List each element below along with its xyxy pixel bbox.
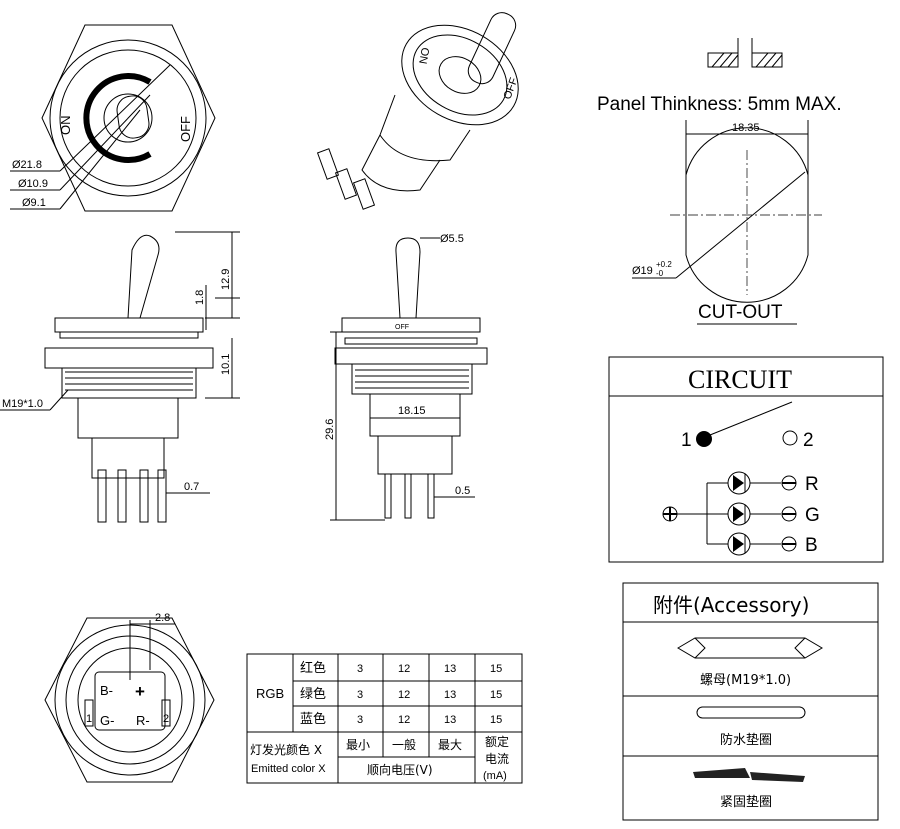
pin-1-label: 1 [86, 713, 92, 725]
dim-height: 12.9 [220, 269, 232, 290]
side-lever [395, 237, 421, 319]
bottom-view: 2.8 B- + G- R- 1 2 [44, 612, 215, 783]
dim-pin-side: 0.5 [455, 485, 470, 497]
accessory-nut-label: 螺母(M19*1.0) [700, 673, 791, 688]
accessory-waterproof-washer-label: 防水垫圈 [720, 732, 772, 748]
row-color: 红色 [300, 660, 326, 676]
dim-body-width: 18.15 [398, 405, 426, 417]
led-r: R [707, 471, 819, 495]
table-row: 蓝色 3 12 13 15 [300, 711, 502, 727]
dim-inner-diameter: Ø9.1 [22, 197, 46, 209]
accessory-title: 附件(Accessory) [653, 593, 809, 617]
circuit-pin2: 2 [803, 430, 814, 451]
pin1-dot [696, 431, 712, 447]
header-current-1: 额定 [485, 734, 509, 749]
top-view: ON OFF Ø21.8 Ø10.9 Ø9.1 [10, 24, 216, 212]
on-label: ON [58, 116, 73, 136]
toggle-lever [116, 95, 150, 139]
cutout-shape [685, 127, 809, 303]
thread-label: M19*1.0 [2, 398, 43, 410]
front-lever [127, 234, 160, 319]
front-nut [44, 347, 214, 369]
row-current: 15 [490, 663, 502, 675]
header-forward-voltage: 顺向电压(V) [367, 762, 433, 777]
cutout-title: CUT-OUT [698, 302, 783, 323]
led-ring [83, 73, 152, 163]
dim-total-height: 29.6 [324, 419, 336, 440]
header-current-2: 电流 [485, 752, 509, 766]
cutout-section: Panel Thinkness: 5mm MAX. 18.35 Ø19 +0.2… [597, 38, 842, 325]
row-color: 蓝色 [300, 711, 326, 727]
row-max: 13 [444, 689, 456, 701]
bezel-circle [49, 39, 207, 197]
pin-2-label: 2 [163, 713, 169, 725]
row-typ: 12 [398, 714, 410, 726]
pin-b-label: B- [100, 683, 113, 698]
emitted-color-cn: 灯发光颜色 X [250, 742, 322, 757]
lock-washer-icon [693, 768, 805, 782]
iso-on-label: ON [416, 46, 431, 64]
header-typ: 一般 [392, 737, 416, 752]
table-row: 红色 3 12 13 15 [300, 660, 502, 676]
led-b: B [707, 532, 818, 556]
front-bezel [54, 317, 204, 333]
panel-thickness-label: Panel Thinkness: 5mm MAX. [597, 94, 842, 115]
accessory-box: 附件(Accessory) 螺母(M19*1.0) 防水垫圈 紧固垫圈 [622, 582, 879, 821]
header-min: 最小 [346, 738, 370, 752]
row-color: 绿色 [300, 686, 326, 702]
row-typ: 12 [398, 663, 410, 675]
waterproof-washer-icon [696, 706, 806, 719]
table-row: 绿色 3 12 13 15 [300, 686, 502, 702]
dim-lever-dia: Ø5.5 [440, 233, 464, 245]
row-max: 13 [444, 714, 456, 726]
led-g: G [727, 502, 820, 526]
dim-mid-diameter: Ø10.9 [18, 178, 48, 190]
side-off-label: OFF [395, 324, 409, 331]
dim-pin-pitch: 2.8 [155, 612, 170, 624]
accessory-lock-washer-label: 紧固垫圈 [720, 794, 772, 810]
pin2-circle [782, 430, 798, 446]
row-min: 3 [357, 663, 363, 675]
front-view: 12.9 1.8 10.1 M19*1.0 0.7 [0, 231, 240, 523]
table-group-rgb: RGB [256, 686, 284, 701]
off-label: OFF [178, 116, 193, 142]
dim-cutout-dia: Ø19 [632, 265, 653, 277]
tol-minus: -0 [656, 269, 664, 278]
hex-nut-outline [41, 24, 216, 212]
pin-g-label: G- [100, 713, 114, 728]
row-current: 15 [490, 714, 502, 726]
led-spec-table: RGB 红色 3 12 13 15 绿色 3 12 13 15 蓝色 3 12 … [246, 653, 523, 784]
dim-pin-front: 0.7 [184, 481, 199, 493]
isometric-view: ON OFF [316, 12, 520, 210]
nut-icon [677, 637, 823, 659]
led-g-label: G [805, 505, 820, 526]
row-min: 3 [357, 689, 363, 701]
pin-r-label: R- [136, 713, 150, 728]
led-r-label: R [805, 474, 819, 495]
dim-lever: 1.8 [194, 290, 206, 305]
iso-lever [467, 12, 517, 85]
row-typ: 12 [398, 689, 410, 701]
row-current: 15 [490, 689, 502, 701]
header-max: 最大 [438, 738, 462, 752]
header-current-3: (mA) [483, 770, 507, 782]
side-view: Ø5.5 OFF 29.6 18.15 0.5 [324, 233, 488, 521]
emitted-color-en: Emitted color X [251, 763, 326, 775]
circuit-pin1: 1 [681, 430, 692, 451]
circuit-box: CIRCUIT 1 2 R G B [608, 356, 884, 563]
tol-plus: +0.2 [656, 260, 672, 269]
row-min: 3 [357, 714, 363, 726]
dim-thread: 10.1 [220, 354, 232, 375]
pin-plus-label: + [135, 682, 145, 701]
led-b-label: B [805, 535, 818, 556]
dim-outer-diameter: Ø21.8 [12, 159, 42, 171]
circuit-title: CIRCUIT [688, 365, 792, 394]
row-max: 13 [444, 663, 456, 675]
